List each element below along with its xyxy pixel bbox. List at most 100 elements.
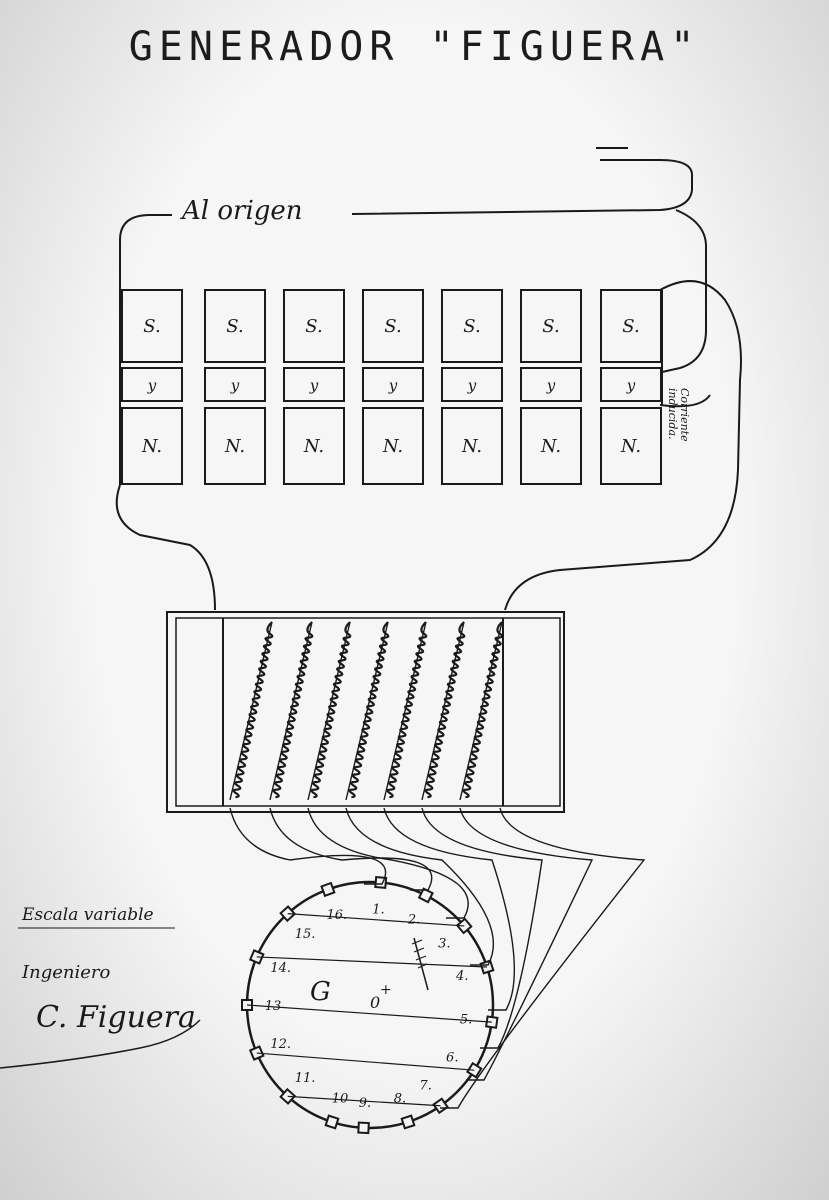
terminal-label-9: 9. — [359, 1096, 371, 1111]
lead-wire-7 — [459, 807, 594, 1081]
coil-tap-5 — [383, 621, 427, 801]
magnet-y-label-7: y — [626, 377, 636, 395]
resistor-outer-box — [166, 611, 565, 813]
origin-label: Al origen — [182, 196, 303, 226]
resistor-to-commutator-wires — [229, 807, 646, 1109]
contact-10 — [324, 1114, 340, 1130]
origin-wire-down — [661, 209, 707, 373]
magnet-s-4 — [362, 289, 424, 363]
coil-1 — [232, 621, 274, 799]
drum-chord-2 — [256, 956, 488, 968]
magnet-y-3 — [283, 367, 345, 402]
magnet-s-1 — [121, 289, 183, 363]
lead-wire-1 — [229, 807, 387, 885]
magnet-n-label-2: N. — [224, 436, 245, 457]
drawing-title: GENERADOR "FIGUERA" — [128, 24, 701, 70]
induced-return-wire — [659, 394, 711, 408]
terminal-label-6: 6. — [446, 1050, 458, 1065]
terminal-label-2: 2. — [407, 913, 420, 928]
magnet-y-1 — [121, 367, 183, 402]
magnet-n-label-3: N. — [303, 436, 324, 457]
terminal-label-11: 11. — [295, 1071, 316, 1086]
resistor-inner-box — [175, 617, 561, 807]
terminal-label-16: 16. — [326, 908, 347, 923]
lead-wire-4 — [345, 807, 495, 966]
contact-8 — [400, 1114, 416, 1130]
commutator-plus-sign: + — [380, 982, 392, 998]
coil-5 — [386, 621, 428, 799]
magnet-n-7 — [600, 407, 662, 485]
magnet-y-label-4: y — [388, 377, 398, 395]
commutator-center-label: G — [310, 977, 331, 1007]
scale-note: Escala variable — [22, 905, 154, 925]
magnet-n-2 — [204, 407, 266, 485]
magnet-s-label-7: S. — [622, 316, 639, 337]
magnet-n-1 — [121, 407, 183, 485]
coil-2 — [272, 621, 314, 799]
magnet-n-4 — [362, 407, 424, 485]
terminal-label-10: 10 — [332, 1091, 349, 1106]
signature-flourish — [0, 1019, 201, 1069]
coil-tap-6 — [421, 621, 465, 801]
coil-4 — [348, 621, 390, 799]
magnet-s-label-3: S. — [305, 316, 322, 337]
magnet-s-5 — [441, 289, 503, 363]
magnet-y-label-1: y — [147, 377, 157, 395]
magnet-y-label-5: y — [467, 377, 477, 395]
magnet-n-label-4: N. — [382, 436, 403, 457]
magnet-n-3 — [283, 407, 345, 485]
magnet-s-6 — [520, 289, 582, 363]
engineer-label: Ingeniero — [22, 962, 111, 983]
contact-16 — [320, 881, 336, 898]
terminal-label-12: 12. — [270, 1037, 291, 1052]
coil-tap-3 — [307, 621, 351, 801]
magnet-s-label-6: S. — [542, 316, 559, 337]
lead-wire-5 — [383, 807, 516, 1011]
terminal-label-7: 7. — [419, 1078, 431, 1093]
drum-chord-4 — [256, 1052, 475, 1071]
terminal-label-14: 14. — [270, 961, 291, 976]
magnet-n-5 — [441, 407, 503, 485]
magnet-y-label-2: y — [230, 377, 240, 395]
commutator-origin-label: 0 — [370, 993, 380, 1012]
coil-tap-1 — [229, 621, 273, 801]
magnet-n-label-7: N. — [620, 436, 641, 457]
magnet-y-6 — [520, 367, 582, 402]
coil-3 — [310, 621, 352, 799]
magnet-n-label-1: N. — [141, 436, 162, 457]
magnet-y-label-6: y — [546, 377, 556, 395]
terminal-label-1: 1. — [372, 902, 384, 917]
contact-2 — [417, 887, 434, 904]
magnet-y-5 — [441, 367, 503, 402]
coil-6 — [424, 621, 466, 799]
magnet-s-3 — [283, 289, 345, 363]
lead-wire-3 — [307, 807, 469, 919]
origin-wire-right — [351, 159, 693, 215]
magnet-s-label-5: S. — [463, 316, 480, 337]
lead-wire-8 — [440, 807, 646, 1109]
magnet-s-label-1: S. — [143, 316, 160, 337]
magnet-n-6 — [520, 407, 582, 485]
signature: C. Figuera — [36, 1000, 196, 1035]
drum-chord-3 — [246, 1004, 492, 1023]
induced-current-wire — [504, 280, 742, 611]
drum-chord-1 — [287, 912, 465, 927]
resistor-coils — [229, 621, 504, 801]
coil-tap-4 — [345, 621, 389, 801]
magnet-y-label-3: y — [309, 377, 319, 395]
magnet-n-label-5: N. — [461, 436, 482, 457]
lead-wire-6 — [421, 807, 543, 1049]
lead-wire-2 — [269, 807, 433, 891]
terminal-label-3: 3. — [438, 937, 450, 952]
magnet-s-label-4: S. — [384, 316, 401, 337]
magnet-s-label-2: S. — [226, 316, 243, 337]
magnet-y-4 — [362, 367, 424, 402]
coil-7 — [462, 621, 504, 799]
brush-bristles — [411, 939, 428, 969]
brush-stem — [413, 937, 429, 991]
drum-chord-5 — [287, 1095, 441, 1107]
magnet-to-resistor-wire — [115, 484, 216, 611]
